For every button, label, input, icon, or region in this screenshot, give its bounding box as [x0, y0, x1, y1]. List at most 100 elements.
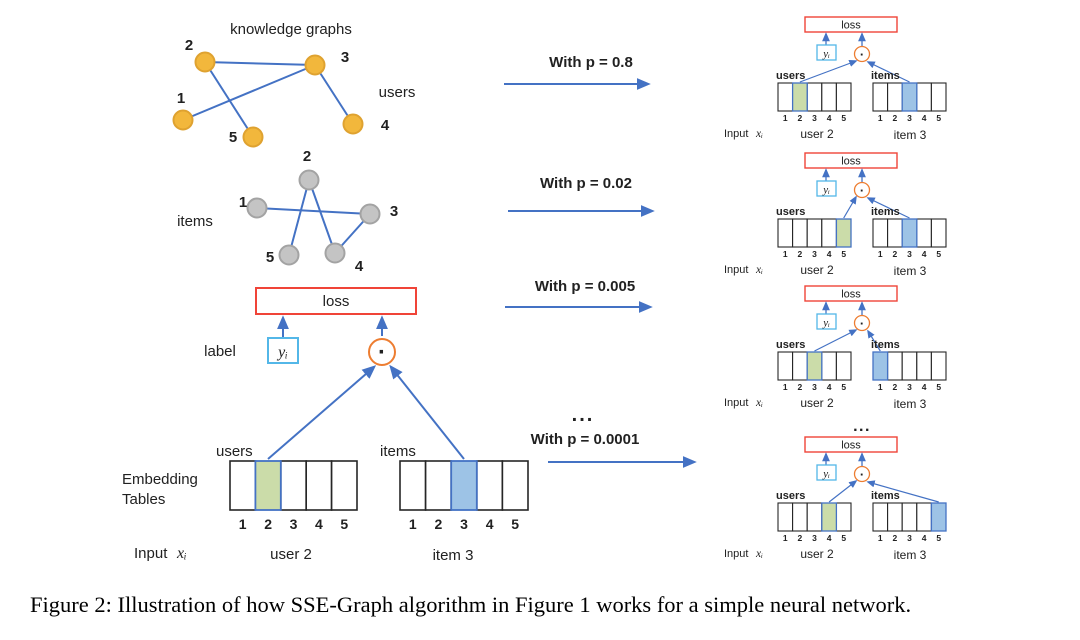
mini-3-users-table-cell-3-highlighted	[806, 351, 823, 381]
items-graph-node-4	[324, 242, 346, 264]
mini-2-items-table-number-2: 2	[893, 249, 898, 259]
items-graph-node-label-2: 2	[303, 148, 311, 165]
yi-box	[267, 337, 299, 364]
mini-2-users-table-cell-4	[821, 218, 837, 248]
mini-4-users-title: users	[776, 490, 805, 502]
mini-3-input-label: Input	[724, 397, 748, 409]
items-graph-edge-2-5	[288, 179, 310, 256]
users-embedding-table-cell-4	[305, 460, 333, 511]
arrow-item-embedding-to-dot	[389, 364, 465, 460]
items-embedding-table-cell-5	[501, 460, 529, 511]
mini-2-loss-label: loss	[841, 156, 861, 168]
items-graph-node-label-5: 5	[266, 249, 274, 266]
items-embedding-table-number-1: 1	[409, 516, 417, 532]
mini-4-input-var: xᵢ	[755, 548, 763, 560]
mini-4-users-table-cell-1	[777, 502, 794, 532]
mini-2-dot-product-circle	[853, 181, 871, 199]
mini-4-items-table-number-3: 3	[907, 533, 912, 543]
mini-2-users-table-number-3: 3	[812, 249, 817, 259]
mini-1-loss-box	[804, 16, 898, 33]
mini-1-items-table-number-1: 1	[878, 113, 883, 123]
user-caption: user 2	[270, 546, 312, 563]
transition-label-1: With p = 0.8	[549, 54, 633, 71]
arrow-user-embedding-to-dot	[267, 365, 377, 460]
mini-2-items-table-cell-3-highlighted	[901, 218, 918, 248]
mini-3-users-table-number-4: 4	[827, 382, 832, 392]
items-graph-node-label-4: 4	[355, 258, 364, 275]
mini-3-yi-box	[816, 313, 837, 330]
mini-2-users-table-number-2: 2	[798, 249, 803, 259]
mini-1-dot-product-circle	[853, 45, 871, 63]
mini-4-items-table-cell-2	[887, 502, 903, 532]
mini-1-items-table-number-3: 3	[907, 113, 912, 123]
mini-1-items-table-number-2: 2	[893, 113, 898, 123]
users-graph-node-2	[194, 51, 216, 73]
mini-3-loss-label: loss	[841, 289, 861, 301]
mini-2-loss-box	[804, 152, 898, 169]
users-graph-node-label-5: 5	[229, 129, 237, 146]
mini-4-arrow-item-embedding-to-dot	[866, 480, 939, 503]
mini-3-item-caption: item 3	[894, 397, 927, 411]
mini-3-users-table-number-3: 3	[812, 382, 817, 392]
mini-3-items-table-number-4: 4	[922, 382, 927, 392]
mini-1-users-title: users	[776, 70, 805, 82]
mini-2-input-label: Input	[724, 264, 748, 276]
mini-3-items-table-number-2: 2	[893, 382, 898, 392]
mini-3-items-table-cell-4	[916, 351, 932, 381]
mini-2-users-table-cell-5-highlighted	[835, 218, 852, 248]
mini-2-users-table-cell-2	[792, 218, 808, 248]
label-text: label	[204, 343, 236, 360]
dot-operator: ·	[378, 339, 386, 366]
items-embedding-table-cell-1	[399, 460, 427, 511]
mini-2-users-table-number-4: 4	[827, 249, 832, 259]
mini-1-loss-label: loss	[841, 20, 861, 32]
mini-2-users-table-cell-3	[806, 218, 823, 248]
users-embedding-table-number-3: 3	[290, 516, 298, 532]
mini-1-input-label: Input	[724, 128, 748, 140]
users-graph-node-3	[304, 54, 326, 76]
mini-2-users-title: users	[776, 206, 805, 218]
loss-label: loss	[323, 293, 350, 310]
mini-3-items-title: items	[871, 339, 900, 351]
mini-1-items-table-cell-5	[930, 82, 947, 112]
mini-2-dot-operator: ·	[860, 183, 864, 198]
mini-2-yi-box	[816, 180, 837, 197]
mini-2-users-table-number-1: 1	[783, 249, 788, 259]
mini-2-items-table-number-3: 3	[907, 249, 912, 259]
users-graph-node-1	[172, 109, 194, 131]
users-graph-node-4	[342, 113, 364, 135]
mini-1-items-table-cell-4	[916, 82, 932, 112]
users-embedding-table-cell-1	[229, 460, 257, 511]
mini-4-items-table-cell-5-highlighted	[930, 502, 947, 532]
mini-2-item-caption: item 3	[894, 264, 927, 278]
mini-2-users-table-cell-1	[777, 218, 794, 248]
users-graph-node-5	[242, 126, 264, 148]
items-graph-node-5	[278, 244, 300, 266]
items-graph-edge-1-3	[256, 207, 371, 215]
mini-1-users-table-cell-4	[821, 82, 837, 112]
mini-2-arrow-item-embedding-to-dot	[866, 197, 910, 219]
users-embedding-table-number-1: 1	[239, 516, 247, 532]
mini-4-items-table-cell-4	[916, 502, 932, 532]
users-embedding-table-number-2: 2	[264, 516, 272, 532]
mini-1-items-table-cell-3-highlighted	[901, 82, 918, 112]
yi-label: yᵢ	[276, 344, 288, 361]
mini-1-yi-label: yᵢ	[822, 48, 830, 60]
users-graph-node-label-4: 4	[381, 117, 390, 134]
mini-4-items-table-number-1: 1	[878, 533, 883, 543]
mini-4-arrow-user-embedding-to-dot	[828, 479, 858, 503]
mini-4-dot-product-circle	[853, 465, 871, 483]
mini-2-items-table-number-4: 4	[922, 249, 927, 259]
mini-1-items-table-cell-2	[887, 82, 903, 112]
mini-4-users-table-number-5: 5	[841, 533, 846, 543]
items-table-title: items	[380, 443, 416, 460]
items-embedding-table-cell-3-highlighted	[450, 460, 478, 511]
mini-2-items-table-cell-1	[872, 218, 889, 248]
mini-3-arrow-item-embedding-to-dot	[867, 329, 881, 352]
mini-4-items-title: items	[871, 490, 900, 502]
users-graph-edge-2-5	[204, 61, 254, 138]
mini-1-items-title: items	[871, 70, 900, 82]
mini-1-yi-box	[816, 44, 837, 61]
users-graph-node-label-1: 1	[177, 90, 185, 107]
